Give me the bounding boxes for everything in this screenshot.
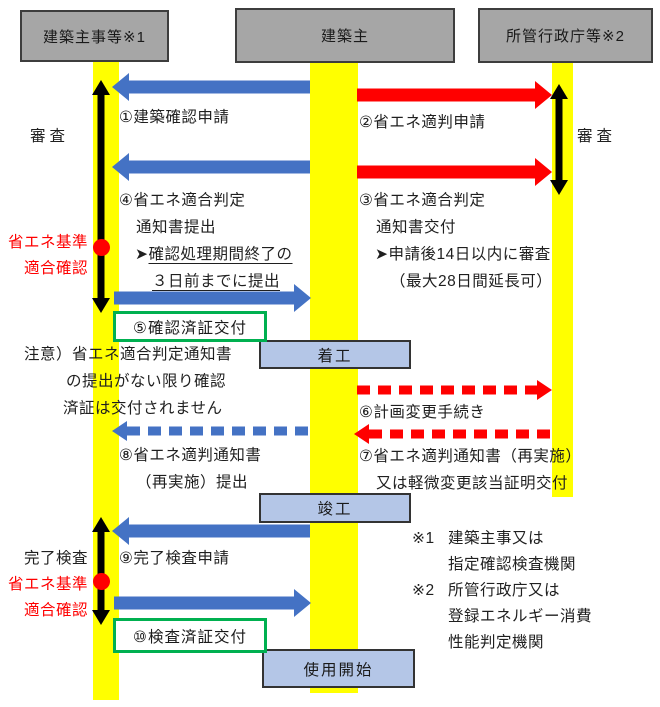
arrowhead-right-icon — [535, 158, 552, 186]
arrow-10-inspection-certificate-delivery — [114, 589, 311, 617]
arrow-6-plan-change-procedure — [357, 376, 552, 404]
review-period-left-top — [91, 80, 111, 313]
note-line1: 注意）省エネ適合判定通知書 — [24, 346, 233, 363]
label-step8-line1: ⑧省エネ適判通知書 — [119, 447, 262, 464]
actor-building-owner: 建築主 — [235, 8, 455, 63]
arrowhead-right-icon — [294, 284, 311, 312]
arrow-9-completion-inspection-application — [112, 517, 310, 545]
footnote-2-line3: 性能判定機関 — [448, 634, 545, 651]
result-inspection-certificate: ⑩検査済証交付 — [113, 618, 267, 653]
label-conformity-check-2: 適合確認 — [23, 602, 88, 619]
label-step4-note1: ➤確認処理期間終了の — [135, 242, 293, 264]
label-step4-line2: 通知書提出 — [136, 219, 217, 236]
label-step4-note1-text: 確認処理期間終了の — [148, 246, 293, 263]
arrow-shaft — [369, 429, 552, 439]
label-step8-line2: （再実施）提出 — [136, 474, 249, 491]
arrow-shaft — [127, 160, 310, 174]
arrowhead-down-icon — [550, 180, 568, 195]
label-step1: ①建築確認申請 — [119, 109, 230, 126]
arrowhead-left-icon — [112, 421, 127, 441]
note-line3: 済証は交付されません — [63, 400, 223, 417]
milestone-construction-start: 着工 — [259, 340, 411, 369]
label-step3-line2: 通知書交付 — [376, 219, 457, 236]
actor-administrative-agency: 所管行政庁等※2 — [478, 8, 653, 63]
label-step6: ⑥計画変更手続き — [359, 404, 486, 421]
label-step9: ⑨完了検査申請 — [119, 550, 230, 567]
label-step2: ②省エネ適判申請 — [359, 114, 486, 131]
footnote-1-line1: 建築主事又は — [448, 530, 545, 547]
label-step4-line1: ④省エネ適合判定 — [119, 192, 246, 209]
arrow-shaft — [114, 596, 296, 610]
arrowhead-left-icon — [112, 73, 129, 101]
footnote-1-line2: 指定確認検査機関 — [448, 556, 577, 573]
arrow-shaft — [97, 91, 105, 302]
footnote-1-mark: ※1 — [412, 530, 435, 547]
arrow-shaft — [127, 426, 310, 436]
footnote-1-row1: ※1 建築主事又は — [412, 526, 544, 548]
arrow-8-energy-assessment-notice-resubmission — [112, 417, 310, 445]
arrow-shaft — [357, 88, 537, 102]
arrowhead-right-icon — [537, 380, 552, 400]
energy-conformity-dot-icon — [93, 573, 110, 590]
footnote-2-line2: 登録エネルギー消費 — [448, 608, 593, 625]
footnote-2-line1: 所管行政庁又は — [448, 582, 561, 599]
milestone-occupancy-start: 使用開始 — [262, 649, 415, 688]
label-step3-note2: （最大28日間延長可） — [390, 273, 553, 290]
review-period-left-bottom — [91, 517, 111, 625]
arrowhead-left-icon — [112, 517, 129, 545]
footnote-2-mark: ※2 — [412, 582, 435, 599]
label-step7-line1: ⑦省エネ適判通知書（再実施） — [359, 448, 582, 465]
arrowhead-right-icon — [535, 81, 552, 109]
result-confirmation-certificate: ⑤確認済証交付 — [113, 311, 267, 342]
label-conformity-check-1: 適合確認 — [23, 260, 88, 277]
arrow-3-energy-assessment-notice-delivery — [357, 158, 552, 186]
actor-building-official: 建築主事等※1 — [20, 10, 169, 62]
label-review-right: 審査 — [577, 128, 617, 145]
arrow-shaft — [357, 165, 537, 179]
label-energy-standard-1: 省エネ基準 — [7, 234, 88, 251]
arrow-shaft — [127, 80, 310, 94]
arrowhead-left-icon — [354, 424, 369, 444]
arrow-shaft — [127, 524, 310, 538]
arrowhead-down-icon — [92, 610, 110, 625]
arrow-shaft — [555, 95, 563, 184]
label-final-inspection: 完了検査 — [23, 550, 88, 567]
arrowhead-up-icon — [92, 80, 110, 95]
arrow-shaft — [97, 528, 105, 614]
label-step3-line1: ③省エネ適合判定 — [359, 192, 486, 209]
label-step7-line2: 又は軽微変更該当証明交付 — [376, 475, 569, 492]
arrow-4-energy-assessment-notice-submission — [112, 153, 310, 181]
arrowhead-right-icon — [294, 589, 311, 617]
review-period-right — [549, 84, 569, 195]
label-step3-note1: ➤申請後14日以内に審査 — [375, 242, 551, 264]
arrow-5-confirmation-certificate-delivery — [114, 284, 311, 312]
label-step3-note1-text: 申請後14日以内に審査 — [388, 246, 551, 263]
arrowhead-left-icon — [112, 153, 129, 181]
arrow-7-energy-assessment-notice-redelivery — [354, 420, 552, 448]
lane-building-owner — [310, 59, 358, 693]
bullet-arrow-icon: ➤ — [135, 246, 149, 263]
energy-conformity-dot-icon — [93, 239, 110, 256]
arrow-2-energy-assessment-application — [357, 81, 552, 109]
arrow-1-building-confirmation-application — [112, 73, 310, 101]
milestone-completion: 竣工 — [259, 493, 411, 523]
note-line2: の提出がない限り確認 — [66, 373, 227, 390]
arrowhead-up-icon — [550, 84, 568, 99]
label-step4-note2: ３日前までに提出 — [152, 273, 281, 290]
arrowhead-up-icon — [92, 517, 110, 532]
arrowhead-down-icon — [92, 298, 110, 313]
bullet-arrow-icon: ➤ — [375, 246, 389, 263]
footnote-2-row1: ※2 所管行政庁又は — [412, 578, 560, 600]
label-energy-standard-2: 省エネ基準 — [7, 576, 88, 593]
arrow-shaft — [357, 385, 537, 395]
arrow-shaft — [114, 291, 296, 305]
label-review-left: 審査 — [30, 128, 70, 145]
